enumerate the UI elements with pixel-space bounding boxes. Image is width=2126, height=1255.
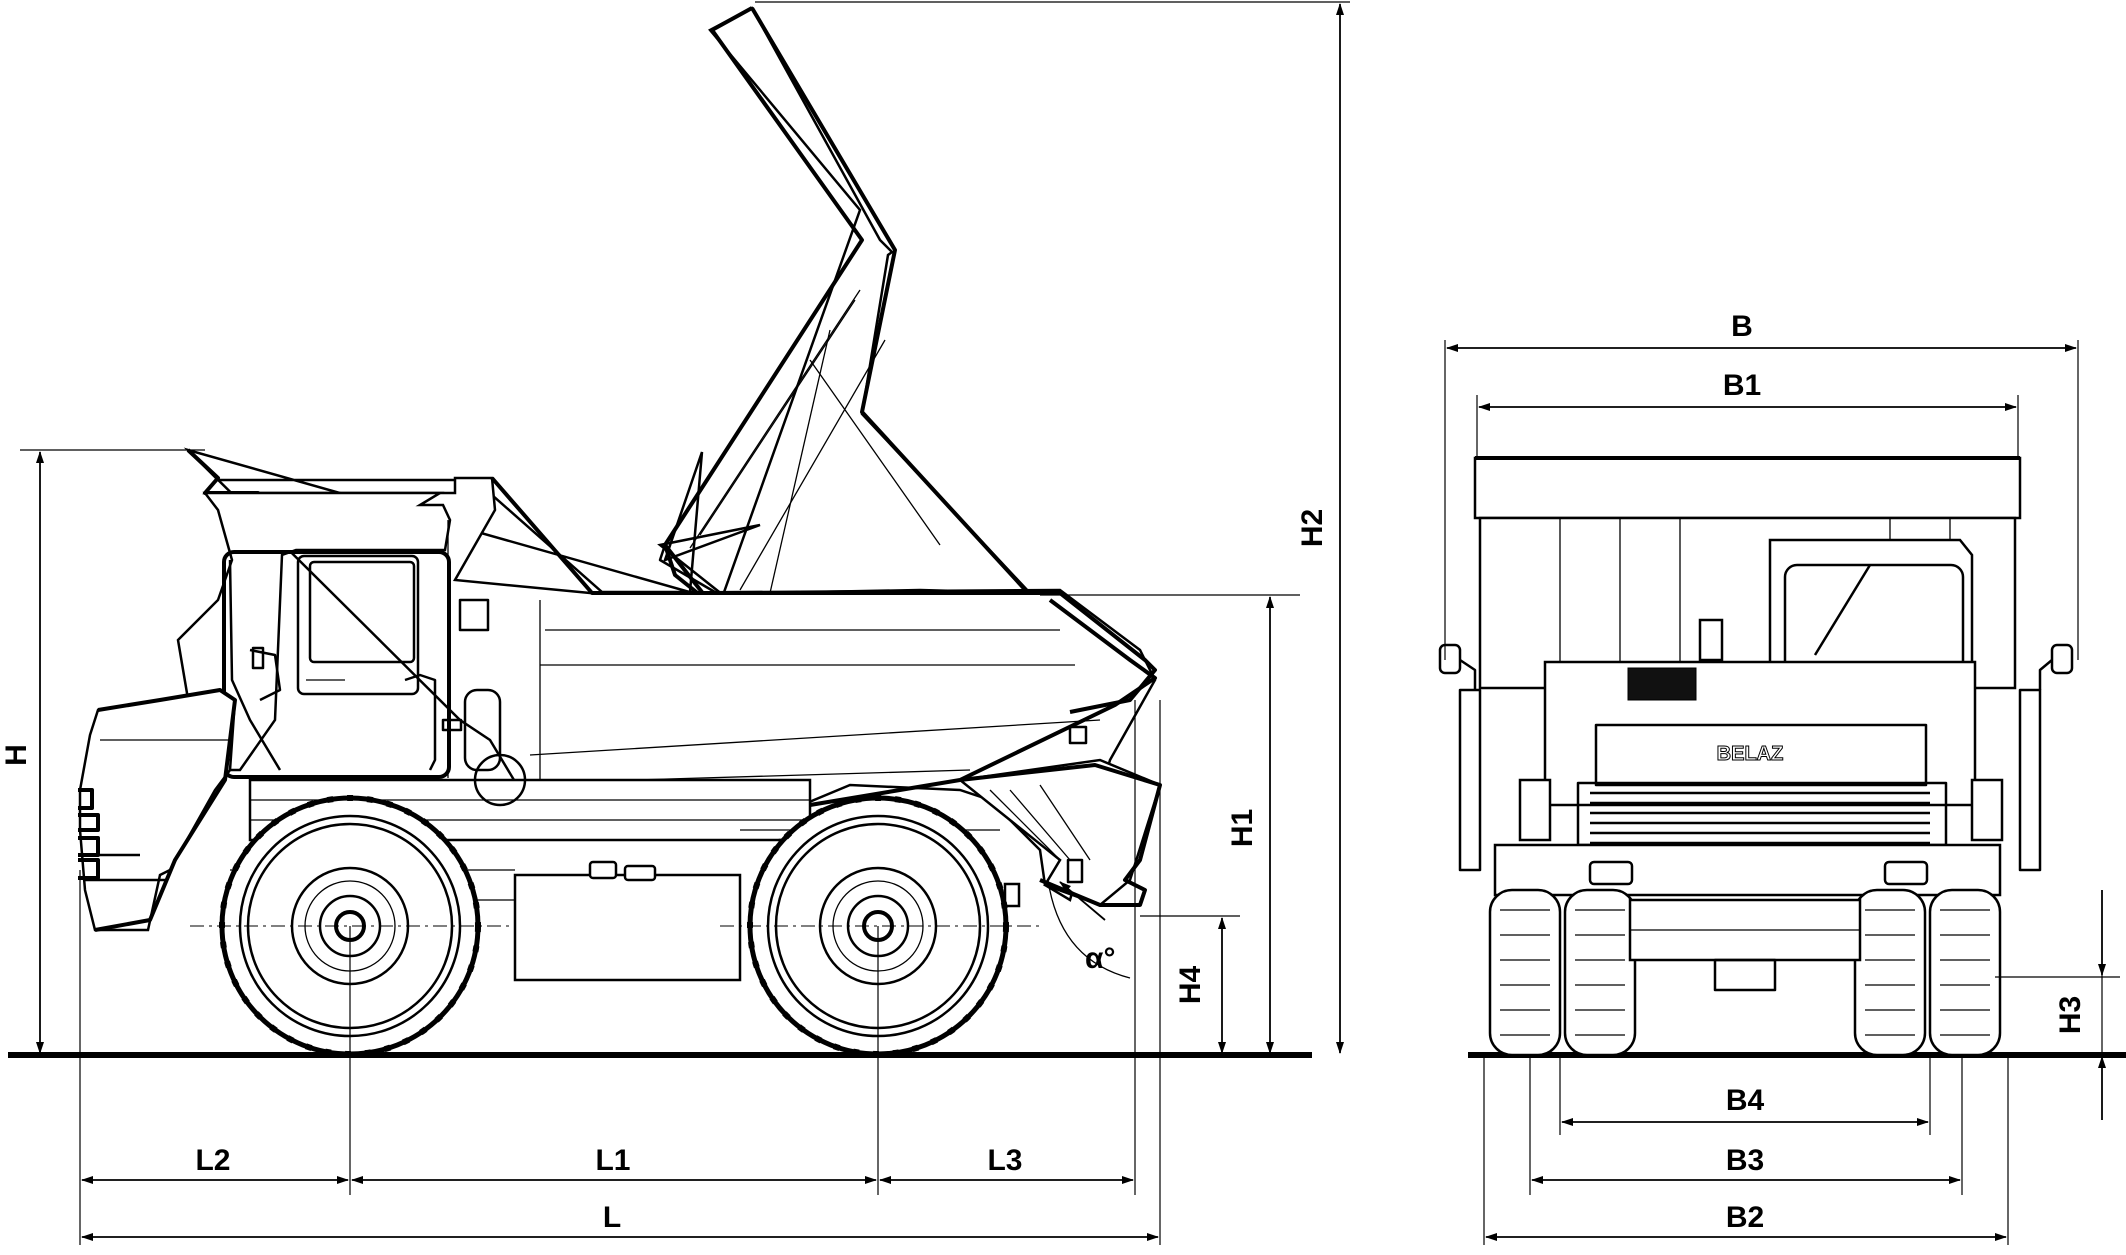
dim-label-B: B <box>1731 310 1753 343</box>
rear-tail <box>956 725 1162 907</box>
front-view-left-wheels <box>1488 888 1637 1057</box>
frame <box>230 688 1021 982</box>
brand-badge: BELAZ <box>1717 743 1784 765</box>
side-dimensions: H H2 H1 H4 α° L2 L1 L3 L <box>0 1 1350 1245</box>
dim-label-H: H <box>0 744 33 766</box>
dim-label-H2: H2 <box>1296 509 1329 547</box>
hood <box>78 688 237 932</box>
dim-label-H4: H4 <box>1174 966 1207 1005</box>
dim-label-B3: B3 <box>1726 1144 1764 1177</box>
dim-label-H1: H1 <box>1226 809 1259 847</box>
dim-label-L1: L1 <box>595 1144 630 1177</box>
dim-label-B2: B2 <box>1726 1201 1764 1234</box>
front-view: BELAZ <box>1438 456 2074 1057</box>
dark-panel <box>1627 667 1697 701</box>
dim-label-L3: L3 <box>987 1144 1022 1177</box>
dim-label-L2: L2 <box>195 1144 230 1177</box>
front-dimensions: B B1 B4 B3 B2 H3 <box>1444 310 2120 1245</box>
dim-label-L: L <box>603 1201 621 1234</box>
dim-label-alpha: α° <box>1085 942 1115 975</box>
front-view-right-wheels <box>1853 888 2002 1057</box>
dim-label-H3: H3 <box>2054 996 2087 1034</box>
dim-label-B4: B4 <box>1726 1084 1765 1117</box>
raised-dump-body <box>183 6 1033 612</box>
dim-label-B1: B1 <box>1723 369 1761 402</box>
side-view <box>78 6 1162 1057</box>
cab <box>176 491 490 779</box>
